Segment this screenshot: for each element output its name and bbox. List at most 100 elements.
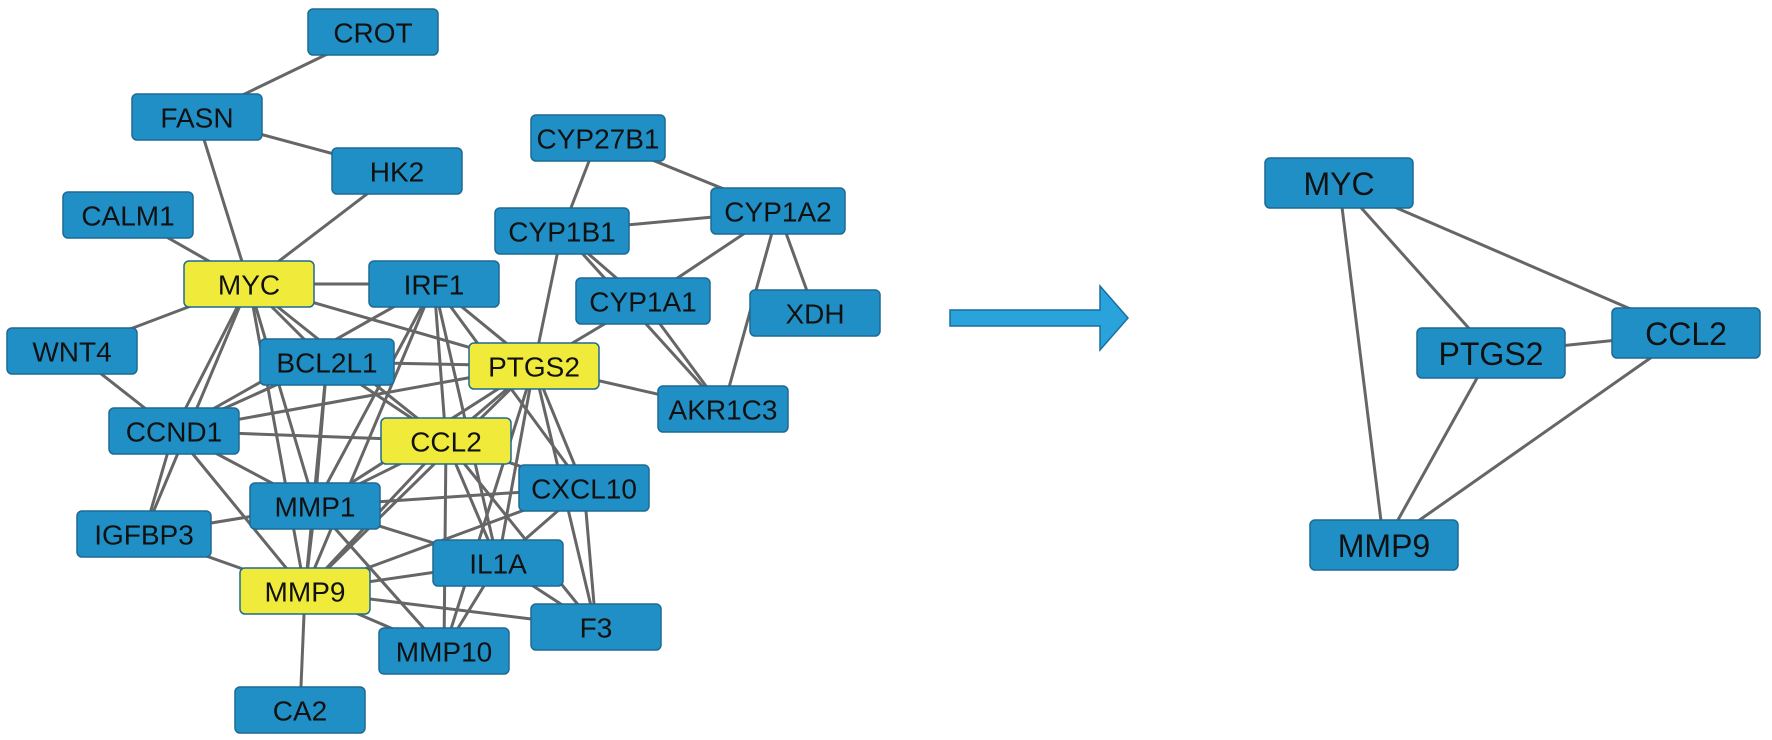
node-label: CCND1: [126, 417, 222, 448]
node-label: CROT: [333, 18, 412, 49]
node-label: PTGS2: [488, 352, 580, 383]
node-label: MMP9: [1338, 528, 1430, 564]
edge-ptgs2-mmp9: [303, 364, 536, 593]
edge-irf1-ccl2: [432, 283, 448, 442]
node-label: CYP1A1: [589, 287, 696, 318]
node-cyp1a1[interactable]: CYP1A1: [575, 277, 711, 325]
edge-ccl2-f3: [444, 440, 598, 628]
node-ptgs2[interactable]: PTGS2: [468, 342, 600, 390]
node-box: [131, 93, 263, 141]
edge-ccl2-mmp9: [1383, 331, 1687, 547]
node-il1a[interactable]: IL1A: [432, 539, 564, 587]
node-box: [62, 191, 194, 239]
node-box: [6, 327, 138, 375]
node-label: CYP27B1: [537, 124, 660, 155]
node-box: [468, 342, 600, 390]
node-mmp1[interactable]: MMP1: [249, 482, 381, 530]
node-igfbp3[interactable]: IGFBP3: [76, 510, 212, 558]
node-label: BCL2L1: [276, 348, 377, 379]
node-label: PTGS2: [1439, 336, 1544, 372]
node-box: [76, 510, 212, 558]
node-box: [530, 603, 662, 651]
edge-myc-ptgs2: [1337, 182, 1493, 354]
node-label: MMP10: [396, 637, 492, 668]
node-label: CA2: [273, 696, 327, 727]
node-wnt4[interactable]: WNT4: [6, 327, 138, 375]
edge-ptgs2-mmp10: [442, 365, 536, 652]
node-label: WNT4: [32, 337, 111, 368]
transition-arrow-icon: [949, 284, 1129, 352]
node-fasn[interactable]: FASN: [131, 93, 263, 141]
node-ca2[interactable]: CA2: [234, 686, 366, 734]
node-label: IGFBP3: [94, 520, 194, 551]
edge-ptgs2-mmp9: [1382, 352, 1493, 546]
node-box: [749, 289, 881, 337]
node-cyp1b1[interactable]: CYP1B1: [494, 207, 630, 255]
node-box: [657, 385, 789, 433]
node-box: [1264, 157, 1414, 209]
edge-myc-ccnd1: [172, 283, 251, 432]
node-box: [530, 114, 666, 162]
node-label: CCL2: [410, 427, 482, 458]
edge-mmp1-mmp10: [313, 505, 446, 652]
node-box: [368, 260, 500, 308]
node-box: [518, 464, 650, 512]
node-akr1c3[interactable]: AKR1C3: [657, 385, 789, 433]
node-label: IL1A: [469, 549, 527, 580]
node-crot[interactable]: CROT: [307, 8, 439, 56]
edge-myc-mmp9: [1337, 182, 1386, 546]
node-box: [331, 147, 463, 195]
node-label: MYC: [218, 270, 280, 301]
node-box: [1309, 519, 1459, 571]
node-ccl2[interactable]: CCL2: [1611, 307, 1761, 359]
node-xdh[interactable]: XDH: [749, 289, 881, 337]
node-bcl2l1[interactable]: BCL2L1: [259, 338, 395, 386]
node-box: [378, 627, 510, 675]
node-box: [1416, 327, 1566, 379]
edge-fasn-myc: [195, 116, 251, 285]
edge-myc-mmp1: [247, 283, 317, 507]
edge-myc-mmp9: [247, 283, 307, 592]
node-label: CYP1B1: [508, 217, 615, 248]
node-ccnd1[interactable]: CCND1: [108, 407, 240, 455]
node-box: [575, 277, 711, 325]
node-irf1[interactable]: IRF1: [368, 260, 500, 308]
node-mmp9[interactable]: MMP9: [239, 567, 371, 615]
node-box: [234, 686, 366, 734]
node-label: F3: [580, 613, 613, 644]
node-label: HK2: [370, 157, 424, 188]
node-label: CCL2: [1645, 316, 1727, 352]
node-label: MMP9: [265, 577, 346, 608]
node-label: FASN: [160, 103, 233, 134]
node-cyp27b1[interactable]: CYP27B1: [530, 114, 666, 162]
node-label: CALM1: [81, 201, 174, 232]
node-box: [249, 482, 381, 530]
node-label: MYC: [1303, 166, 1374, 202]
node-myc[interactable]: MYC: [183, 260, 315, 308]
node-f3[interactable]: F3: [530, 603, 662, 651]
node-label: MMP1: [275, 492, 356, 523]
node-myc[interactable]: MYC: [1264, 157, 1414, 209]
node-box: [380, 417, 512, 465]
node-box: [432, 539, 564, 587]
node-label: CYP1A2: [724, 197, 831, 228]
node-label: AKR1C3: [669, 395, 778, 426]
node-cxcl10[interactable]: CXCL10: [518, 464, 650, 512]
node-box: [1611, 307, 1761, 359]
node-ccl2[interactable]: CCL2: [380, 417, 512, 465]
node-hk2[interactable]: HK2: [331, 147, 463, 195]
node-cyp1a2[interactable]: CYP1A2: [710, 187, 846, 235]
node-mmp9[interactable]: MMP9: [1309, 519, 1459, 571]
node-box: [183, 260, 315, 308]
node-box: [108, 407, 240, 455]
node-calm1[interactable]: CALM1: [62, 191, 194, 239]
node-box: [494, 207, 630, 255]
node-box: [259, 338, 395, 386]
node-mmp10[interactable]: MMP10: [378, 627, 510, 675]
node-ptgs2[interactable]: PTGS2: [1416, 327, 1566, 379]
